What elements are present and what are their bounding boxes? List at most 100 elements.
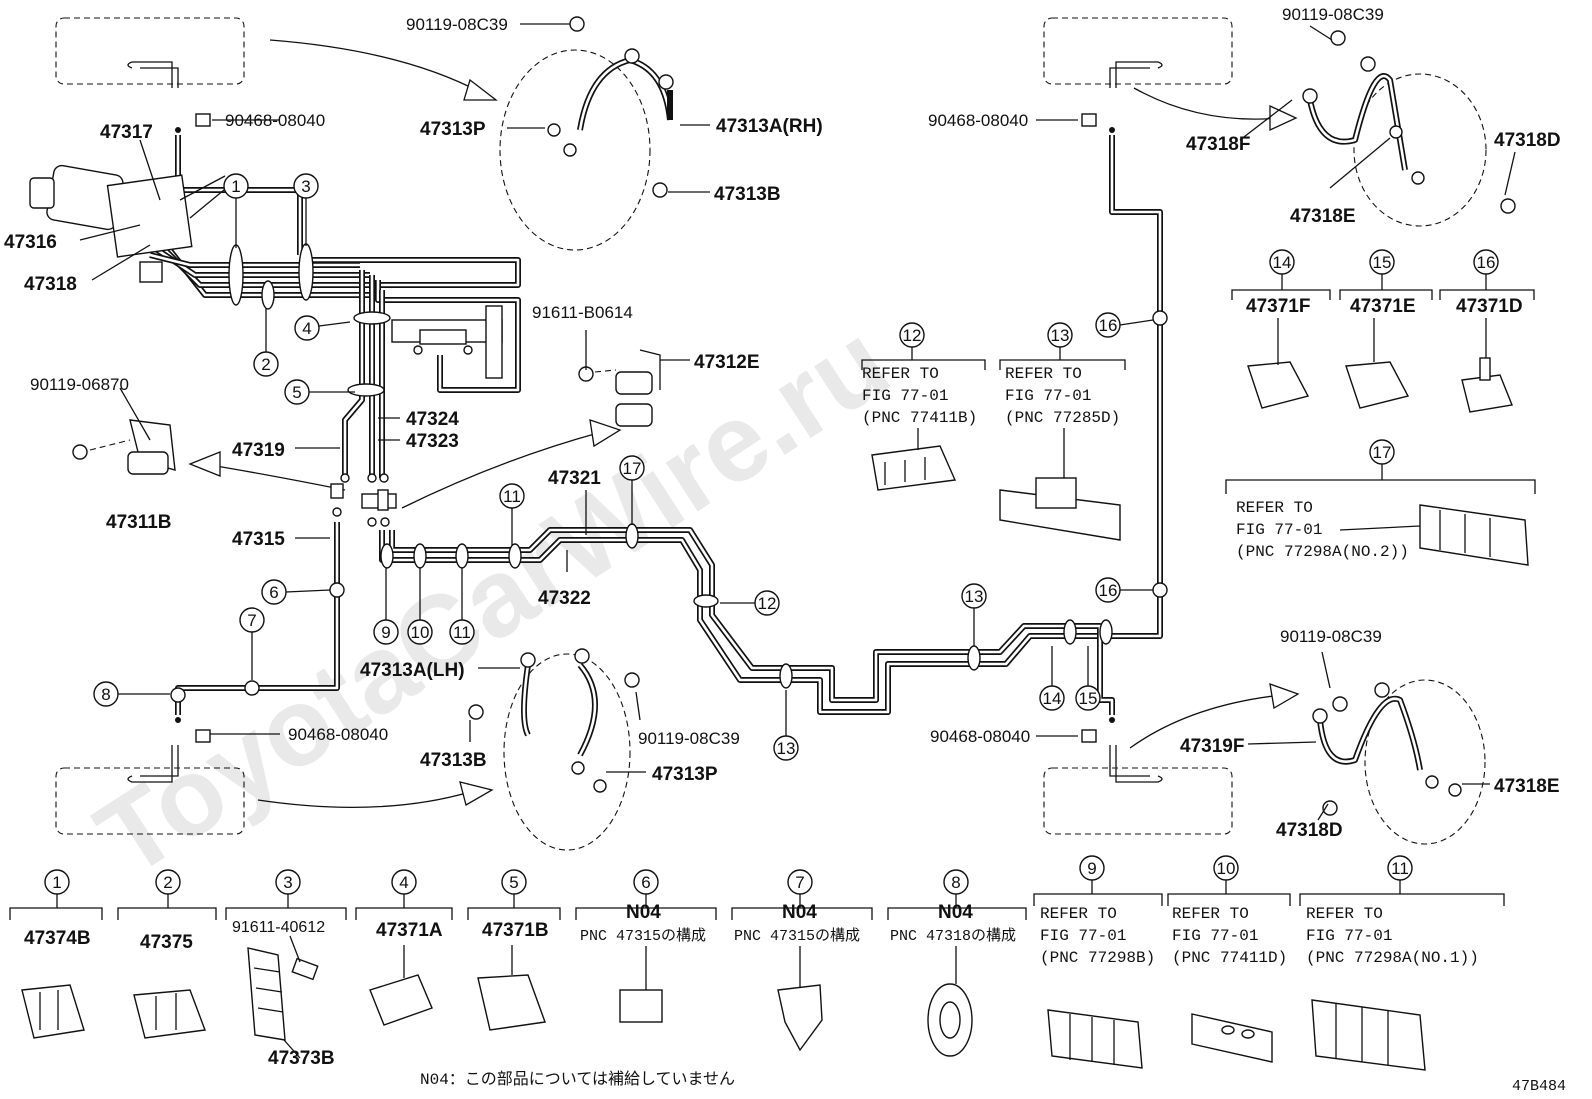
ref-box-16: 16 47371D — [1439, 249, 1535, 413]
callout-7: 7 — [239, 607, 265, 633]
svg-text:REFER TO: REFER TO — [1040, 905, 1117, 923]
svg-text:47371B: 47371B — [482, 920, 549, 941]
callout-13b: 13 — [961, 583, 987, 609]
label-47311B: 47311B — [106, 512, 172, 533]
ref-box-13: 13 REFER TO FIG 77-01 (PNC 77285D) — [999, 322, 1126, 541]
junction-blocks — [330, 473, 397, 527]
svg-text:11: 11 — [453, 623, 471, 642]
svg-text:47371F: 47371F — [1246, 296, 1310, 317]
svg-text:PNC 47315の構成: PNC 47315の構成 — [734, 927, 860, 945]
svg-text:(PNC 77298A(NO.2)): (PNC 77298A(NO.2)) — [1236, 543, 1409, 561]
label-47313P-top: 47313P — [420, 119, 486, 140]
wheel-box-rear-right — [1043, 745, 1233, 835]
label-47319F: 47319F — [1180, 736, 1244, 757]
legend-item-6: 6 N04 PNC 47315の構成 — [575, 869, 717, 1023]
svg-text:13: 13 — [965, 587, 984, 606]
callout-9: 9 — [373, 619, 399, 645]
svg-text:REFER TO: REFER TO — [1236, 499, 1313, 517]
flex-hose-front-left — [499, 16, 674, 251]
svg-text:91611-40612: 91611-40612 — [232, 919, 325, 936]
ref-box-17: 17 REFER TO FIG 77-01 (PNC 77298A(NO.2)) — [1225, 439, 1536, 566]
callout-11a: 11 — [449, 619, 475, 645]
legend-item-9: 9 REFER TO FIG 77-01 (PNC 77298B) — [1033, 855, 1163, 1069]
callout-16a: 16 — [1095, 312, 1121, 338]
svg-text:47371A: 47371A — [376, 920, 443, 941]
svg-text:47371D: 47371D — [1456, 296, 1523, 317]
svg-text:(PNC 77285D): (PNC 77285D) — [1005, 409, 1120, 427]
footnote: N04：この部品については補給していません — [420, 1070, 735, 1089]
svg-text:12: 12 — [758, 594, 777, 613]
wheel-clips — [175, 113, 1115, 743]
svg-text:3: 3 — [283, 873, 292, 892]
svg-text:17: 17 — [1373, 443, 1392, 462]
label-90468-br: 90468-08040 — [930, 727, 1030, 746]
svg-text:14: 14 — [1043, 689, 1062, 708]
master-cylinder — [29, 164, 231, 283]
svg-text:47371E: 47371E — [1350, 296, 1416, 317]
svg-text:11: 11 — [1391, 859, 1409, 878]
svg-text:6: 6 — [269, 583, 278, 602]
legend-item-7: 7 N04 PNC 47315の構成 — [731, 869, 873, 1052]
label-47321: 47321 — [548, 468, 601, 489]
label-47313B-top: 47313B — [714, 184, 781, 205]
svg-text:(PNC 77411D): (PNC 77411D) — [1172, 949, 1287, 967]
svg-text:16: 16 — [1477, 253, 1496, 272]
callout-10: 10 — [407, 619, 433, 645]
svg-text:10: 10 — [411, 623, 430, 642]
svg-text:(PNC 77298A(NO.1)): (PNC 77298A(NO.1)) — [1306, 949, 1479, 967]
callout-14: 14 — [1039, 685, 1065, 711]
label-47318E-top: 47318E — [1290, 206, 1356, 227]
svg-text:(PNC 77298B): (PNC 77298B) — [1040, 949, 1155, 967]
ref-box-14: 14 47371F — [1231, 249, 1331, 409]
svg-text:8: 8 — [951, 873, 960, 892]
label-47318E-bottom: 47318E — [1494, 776, 1560, 797]
legend-item-1: 1 47374B — [9, 869, 103, 1039]
label-47322: 47322 — [538, 588, 591, 609]
svg-text:1: 1 — [52, 873, 61, 892]
wheel-box-front-left — [55, 17, 245, 88]
callout-12: 12 — [754, 590, 780, 616]
legend-item-2: 2 47375 — [117, 869, 217, 1039]
label-90119-tr: 90119-08C39 — [1282, 5, 1384, 24]
label-47323: 47323 — [406, 431, 459, 452]
callout-11b: 11 — [499, 483, 525, 509]
svg-text:(PNC 77411B): (PNC 77411B) — [862, 409, 977, 427]
svg-text:5: 5 — [292, 383, 301, 402]
svg-text:1: 1 — [231, 177, 240, 196]
svg-text:47373B: 47373B — [268, 1048, 335, 1069]
svg-text:FIG 77-01: FIG 77-01 — [862, 387, 948, 405]
label-47313B-bottom: 47313B — [420, 750, 487, 771]
svg-text:11: 11 — [503, 487, 521, 506]
label-47315: 47315 — [232, 529, 285, 550]
callout-2: 2 — [253, 351, 279, 377]
svg-text:47374B: 47374B — [24, 928, 91, 949]
svg-text:REFER TO: REFER TO — [1306, 905, 1383, 923]
label-47312E: 47312E — [694, 352, 760, 373]
bracket-47312E — [578, 349, 661, 427]
figure-code: 47B484 — [1512, 1078, 1566, 1095]
legend-row: 1 47374B 2 47375 3 91611-40612 47373B — [9, 855, 1505, 1071]
label-47317: 47317 — [100, 122, 153, 143]
svg-text:13: 13 — [777, 739, 796, 758]
legend-item-11: 11 REFER TO FIG 77-01 (PNC 77298A(NO.1)) — [1299, 855, 1505, 1071]
label-47313A-lh: 47313A(LH) — [360, 660, 465, 681]
label-47319: 47319 — [232, 440, 285, 461]
legend-item-10: 10 REFER TO FIG 77-01 (PNC 77411D) — [1167, 855, 1291, 1063]
svg-text:14: 14 — [1273, 253, 1292, 272]
flex-hose-rear-left — [468, 648, 640, 851]
svg-text:3: 3 — [301, 177, 310, 196]
callouts: 1 2 3 4 5 6 7 8 9 10 11 11 17 12 13 13 1… — [93, 173, 1121, 761]
svg-text:15: 15 — [1079, 689, 1098, 708]
flex-hose-rear-right — [1312, 679, 1486, 845]
callout-3: 3 — [293, 173, 319, 199]
label-47313P-bottom: 47313P — [652, 764, 718, 785]
wheel-box-front-right — [1043, 17, 1233, 88]
svg-text:15: 15 — [1373, 253, 1392, 272]
label-91611-b0614: 91611-B0614 — [532, 303, 633, 322]
svg-text:N04: N04 — [938, 902, 973, 923]
label-90468-tl: 90468-08040 — [225, 111, 325, 130]
svg-text:12: 12 — [903, 326, 922, 345]
svg-text:6: 6 — [641, 873, 650, 892]
